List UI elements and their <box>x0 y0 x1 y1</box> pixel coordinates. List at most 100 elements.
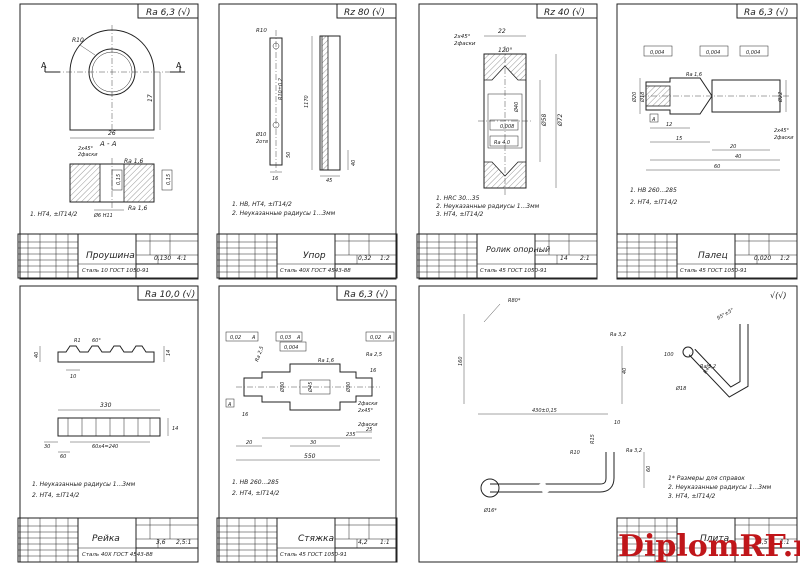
sheet-1-frame <box>19 3 199 280</box>
svg-text:22: 22 <box>498 28 506 35</box>
svg-text:Ra 1,6: Ra 1,6 <box>686 72 702 78</box>
svg-text:2фаски: 2фаски <box>454 41 476 47</box>
watermark-logo: DiplomRF.ru <box>618 529 800 564</box>
svg-text:0,130: 0,130 <box>154 255 171 262</box>
svg-text:30: 30 <box>44 444 50 450</box>
svg-text:40: 40 <box>622 368 628 374</box>
svg-text:Ra 2,5: Ra 2,5 <box>366 352 382 358</box>
roughness-mark: Ra 6,3 (√) <box>344 289 389 300</box>
svg-text:2x45°: 2x45° <box>454 34 471 40</box>
svg-text:2. НТ4, ±IT14/2: 2. НТ4, ±IT14/2 <box>232 490 280 497</box>
svg-text:40: 40 <box>351 160 357 166</box>
svg-text:0,03: 0,03 <box>280 335 291 341</box>
svg-text:R10: R10 <box>256 28 267 34</box>
svg-text:Ø22: Ø22 <box>777 92 784 103</box>
sheet-5: Ra 10,0 (√) 40 R1 60° 10 14 330 14 30 60… <box>17 285 199 563</box>
svg-text:R45: R45 <box>703 363 713 375</box>
svg-text:17: 17 <box>147 94 154 102</box>
part-name: Рейка <box>92 534 120 544</box>
svg-text:30: 30 <box>310 440 316 446</box>
svg-text:3. НТ4, ±IT14/2: 3. НТ4, ±IT14/2 <box>436 211 484 218</box>
svg-text:Ra 2,5: Ra 2,5 <box>254 346 265 363</box>
svg-text:Ø58: Ø58 <box>541 113 548 127</box>
svg-text:Ø18: Ø18 <box>675 385 686 392</box>
svg-text:2. НТ4, ±IT14/2: 2. НТ4, ±IT14/2 <box>630 199 678 206</box>
svg-text:1. НВ 260...285: 1. НВ 260...285 <box>232 479 279 486</box>
svg-text:45: 45 <box>326 178 332 184</box>
svg-text:10: 10 <box>70 374 76 380</box>
svg-text:10: 10 <box>614 420 620 426</box>
svg-text:Ø6 Н11: Ø6 Н11 <box>93 212 113 219</box>
svg-text:15: 15 <box>676 136 682 142</box>
svg-text:60: 60 <box>60 454 66 460</box>
svg-text:Ra 3,2: Ra 3,2 <box>700 364 716 370</box>
svg-text:0,004: 0,004 <box>650 50 664 56</box>
svg-text:0,008: 0,008 <box>500 124 514 130</box>
svg-text:120°: 120° <box>498 47 512 54</box>
svg-text:60: 60 <box>714 164 720 170</box>
sheet-2-frame <box>218 3 397 280</box>
svg-text:550: 550 <box>304 453 316 460</box>
svg-text:0,15: 0,15 <box>166 174 172 185</box>
sheet-3-frame <box>418 3 598 280</box>
svg-text:14: 14 <box>560 255 568 262</box>
svg-text:2фаски: 2фаски <box>358 401 378 407</box>
svg-text:A: A <box>227 402 232 408</box>
svg-text:20: 20 <box>246 440 252 446</box>
svg-text:1. НВ, НТ4, ±IT14/2: 1. НВ, НТ4, ±IT14/2 <box>232 201 292 208</box>
svg-text:2x45°: 2x45° <box>78 146 94 152</box>
svg-text:95°±5°: 95°±5° <box>716 307 736 322</box>
svg-text:A: A <box>651 117 656 123</box>
svg-text:2x45°: 2x45° <box>358 408 374 414</box>
svg-text:A - A: A - A <box>99 140 117 148</box>
material: Сталь 45 ГОСТ 1050-91 <box>480 268 547 274</box>
svg-text:40: 40 <box>735 154 741 160</box>
svg-text:Ø30: Ø30 <box>345 382 352 393</box>
roughness-mark: Ra 6,3 (√) <box>146 7 191 18</box>
sheet-3: Rz 40 (√) 22 2x45° 2фаски 120° Ø58 Ø72 Ø… <box>416 3 598 279</box>
svg-text:4:1: 4:1 <box>177 255 187 262</box>
svg-text:Ø45: Ø45 <box>307 382 314 393</box>
svg-text:20: 20 <box>730 144 736 150</box>
svg-text:Ra 1,6: Ra 1,6 <box>124 158 143 165</box>
svg-text:1:2: 1:2 <box>780 255 790 262</box>
part-name: Упор <box>303 251 326 261</box>
svg-text:50: 50 <box>286 152 292 158</box>
sheet-7: √(√) 160 R80* Ra 3,2 40 430±0,15 95°±5° … <box>458 291 798 563</box>
svg-text:3,6: 3,6 <box>156 539 166 546</box>
svg-text:2фаски: 2фаски <box>78 152 98 158</box>
svg-text:1170: 1170 <box>304 95 310 108</box>
sheet-2: Rz 80 (√) R10 R10±0,2 Ø10 2отв 50 16 117… <box>216 3 398 279</box>
svg-text:2x45°: 2x45° <box>774 128 790 134</box>
material: Сталь 40Х ГОСТ 4543-88 <box>82 552 153 558</box>
tech-notes: 1. НТ4, ±IT14/2 <box>30 211 78 218</box>
svg-text:0,02: 0,02 <box>230 335 241 341</box>
svg-text:A: A <box>41 61 47 70</box>
svg-text:0,02: 0,02 <box>370 335 381 341</box>
svg-text:2:1: 2:1 <box>580 255 590 262</box>
svg-text:0,32: 0,32 <box>358 255 372 262</box>
material: Сталь 10 ГОСТ 1050-91 <box>82 268 149 274</box>
roughness-mark: √(√) <box>770 291 786 300</box>
sheet-7-frame <box>418 285 798 563</box>
svg-text:Ra 3,2: Ra 3,2 <box>610 332 626 338</box>
roughness-mark: Rz 80 (√) <box>344 7 385 18</box>
part-name: Проушина <box>86 251 135 261</box>
svg-text:330: 330 <box>100 402 112 409</box>
svg-text:2отв: 2отв <box>256 139 268 145</box>
material: Сталь 45 ГОСТ 1050-91 <box>680 268 747 274</box>
svg-text:4,5: 4,5 <box>758 539 768 546</box>
svg-text:Ø20: Ø20 <box>631 92 638 103</box>
svg-text:0,004: 0,004 <box>706 50 720 56</box>
material: Сталь 45 ГОСТ 1050-91 <box>280 552 347 558</box>
svg-text:Ra 3,2: Ra 3,2 <box>626 448 642 454</box>
roughness-mark: Rz 40 (√) <box>544 7 585 18</box>
svg-text:Ra 1,6: Ra 1,6 <box>128 205 147 212</box>
svg-text:60: 60 <box>646 466 652 472</box>
svg-text:1. НВ 260...285: 1. НВ 260...285 <box>630 187 677 194</box>
sheet-5-frame <box>19 285 199 563</box>
svg-text:2фаски: 2фаски <box>358 422 378 428</box>
svg-text:R10: R10 <box>72 37 84 44</box>
